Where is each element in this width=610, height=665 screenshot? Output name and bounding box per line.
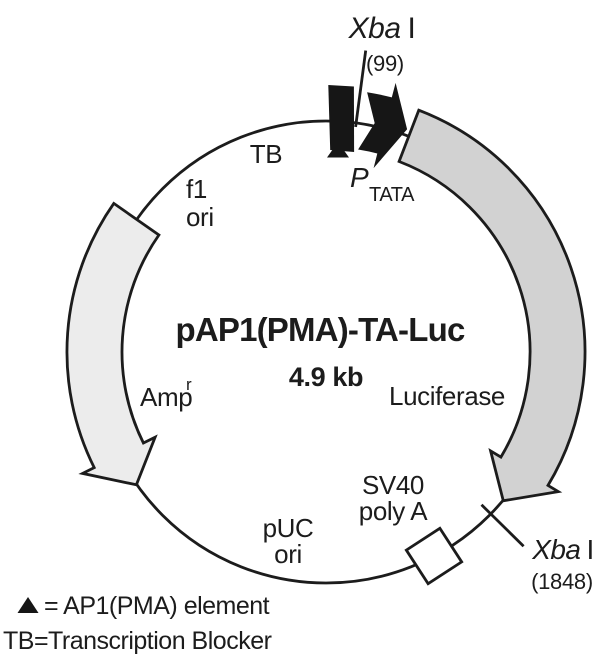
luciferase-arrow — [397, 108, 587, 503]
xba1-99-position: (99) — [366, 51, 404, 76]
tb-block — [328, 85, 355, 152]
xba1-99-tick — [354, 50, 368, 128]
amp-superscript: r — [186, 375, 192, 394]
legend-tb-entry: TB=Transcription Blocker — [3, 627, 272, 655]
promoter-tata-subscript: TATA — [369, 184, 415, 206]
xba1-1848-tick — [480, 503, 525, 548]
sv40-polya-label-line2: poly A — [359, 496, 428, 526]
ap1-triangle — [327, 142, 349, 158]
promoter-p-label: P — [350, 162, 369, 193]
ap1-legend-triangle-icon — [17, 597, 39, 613]
puc-ori-label-line2: ori — [274, 539, 302, 569]
sv40-polya-label-line1: SV40 — [362, 470, 424, 500]
tb-label: TB — [250, 139, 282, 169]
plasmid-size: 4.9 kb — [289, 362, 363, 392]
sv40-polya-box — [404, 526, 464, 586]
amp-arrow — [65, 201, 161, 487]
xba1-1848-position: (1848) — [531, 569, 593, 594]
luciferase-label: Luciferase — [389, 381, 505, 411]
tata-promoter-arrow — [358, 82, 408, 169]
plasmid-title: pAP1(PMA)-TA-Luc — [175, 311, 464, 348]
f1-ori-label-line2: ori — [186, 202, 214, 232]
amp-label: Amp — [140, 382, 192, 412]
legend-ap1-entry: = AP1(PMA) element — [44, 592, 270, 620]
puc-ori-label-line1: pUC — [263, 513, 314, 543]
f1-ori-label-line1: f1 — [186, 174, 207, 204]
